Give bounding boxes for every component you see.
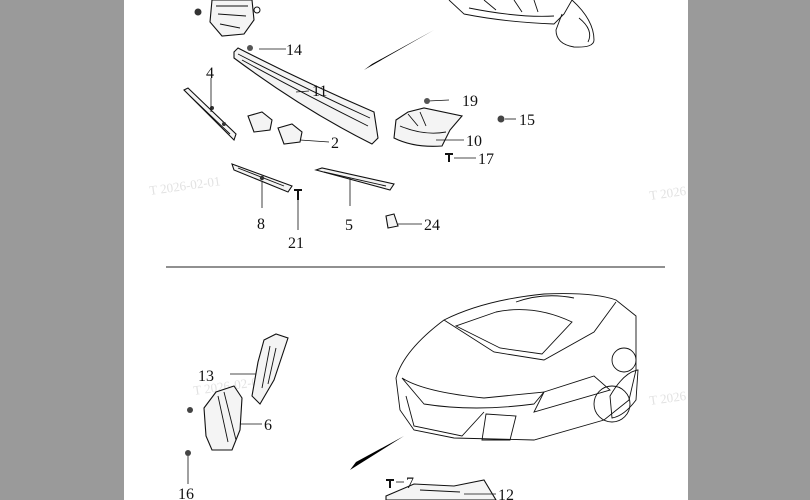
callout-8: 8 <box>257 216 265 233</box>
watermark-top-left: T 2026-02-01 <box>148 173 221 198</box>
callout-10: 10 <box>466 133 482 150</box>
callout-11: 11 <box>312 83 327 100</box>
watermark-right-top: T 2026 <box>648 183 687 203</box>
part-21-screw <box>294 189 302 200</box>
direction-arrow <box>364 30 434 70</box>
callout-21: 21 <box>288 235 304 252</box>
part-6-lamp-housing <box>187 385 243 451</box>
parts-diagram: T 2026-02-01 T 2026 T 2026-02-01 T 2026 … <box>148 0 688 500</box>
callout-15: 15 <box>519 112 535 129</box>
callout-2: 2 <box>331 135 339 152</box>
part-4-trim-strip <box>183 87 237 142</box>
callout-14: 14 <box>286 42 302 59</box>
part-11-grille-trim <box>233 45 379 145</box>
part-7-screw <box>386 479 394 488</box>
part-2-clips <box>247 111 303 145</box>
callout-16: 16 <box>178 486 194 500</box>
part-12-bracket <box>385 479 497 500</box>
callout-17: 17 <box>478 151 494 168</box>
car-illustration-bottom <box>395 293 639 441</box>
callout-19: 19 <box>462 93 478 110</box>
callout-4: 4 <box>206 65 214 82</box>
callout-5: 5 <box>345 217 353 234</box>
direction-arrow-bottom <box>350 436 404 470</box>
callout-24: 24 <box>424 217 440 234</box>
callout-7: 7 <box>406 475 414 492</box>
bracket-part <box>194 0 261 37</box>
callout-13: 13 <box>198 368 214 385</box>
part-8-side-lamp <box>231 163 293 193</box>
callout-12: 12 <box>498 487 514 500</box>
part-10-lamp-housing <box>393 107 464 147</box>
watermark-right-bottom: T 2026 <box>648 388 687 408</box>
diagram-page: T 2026-02-01 T 2026 T 2026-02-01 T 2026 … <box>124 0 688 500</box>
callout-6: 6 <box>264 417 272 434</box>
part-5-trim-strip <box>314 167 395 191</box>
car-illustration-top <box>448 0 595 48</box>
part-24-clip <box>385 213 399 229</box>
part-13-lamp <box>251 333 289 405</box>
